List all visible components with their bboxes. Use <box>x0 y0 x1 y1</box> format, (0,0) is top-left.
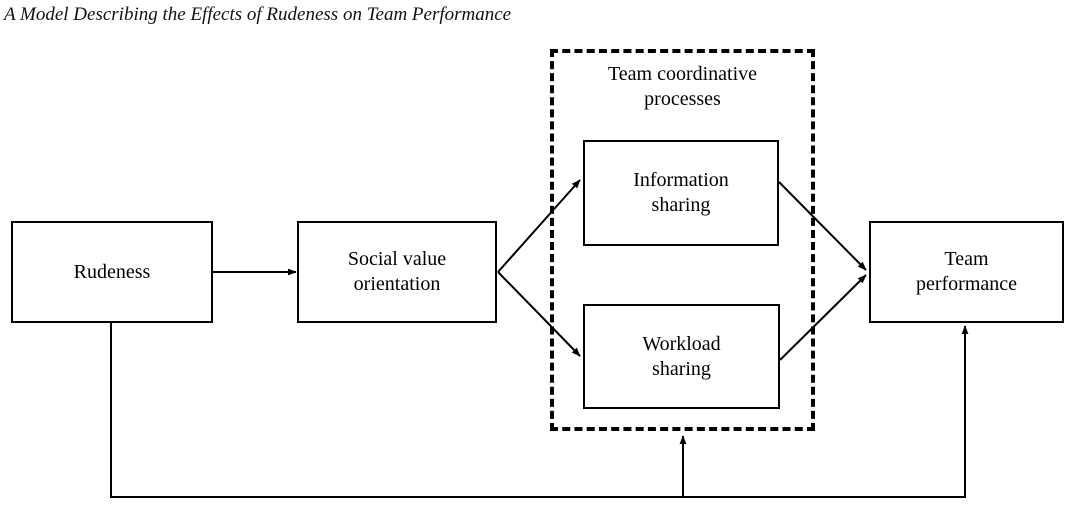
node-team-performance[interactable]: Team performance <box>869 221 1064 323</box>
figure-title: A Model Describing the Effects of Rudene… <box>4 4 512 25</box>
edge-rudeness-to-team-performance-direct <box>110 323 969 498</box>
edge-information-sharing-to-team-performance <box>778 181 867 271</box>
node-social-value-orientation[interactable]: Social value orientation <box>297 221 497 323</box>
node-social-value-orientation-line-2: orientation <box>353 273 441 295</box>
node-information-sharing[interactable]: Information sharing <box>583 140 779 246</box>
node-team-performance-line-2: performance <box>915 273 1018 295</box>
node-team-performance-line-1: Team <box>944 248 989 270</box>
node-workload-sharing[interactable]: Workload sharing <box>583 304 780 409</box>
group-label-line-2: processes <box>644 88 721 110</box>
edge-social-value-to-information-sharing <box>497 179 581 273</box>
node-information-sharing-line-2: sharing <box>651 194 711 216</box>
edge-social-value-to-workload-sharing <box>497 271 581 357</box>
node-information-sharing-label: Information sharing <box>627 168 735 218</box>
edge-workload-sharing-to-team-performance <box>779 274 867 361</box>
node-workload-sharing-line-1: Workload <box>642 332 721 355</box>
node-workload-sharing-line-2: sharing <box>652 357 711 380</box>
node-team-performance-label: Team performance <box>910 247 1023 297</box>
group-team-coordinative-processes <box>550 49 815 431</box>
group-label-line-1: Team coordinative <box>607 63 758 85</box>
node-rudeness-label: Rudeness <box>73 260 151 283</box>
group-label-team-coordinative-processes: Team coordinative processes <box>551 62 814 112</box>
node-information-sharing-line-1: Information <box>633 169 729 191</box>
node-rudeness[interactable]: Rudeness <box>11 221 213 323</box>
node-social-value-orientation-line-1: Social value <box>347 248 447 270</box>
node-workload-sharing-label: Workload sharing <box>636 332 726 382</box>
node-social-value-orientation-label: Social value orientation <box>342 247 452 297</box>
